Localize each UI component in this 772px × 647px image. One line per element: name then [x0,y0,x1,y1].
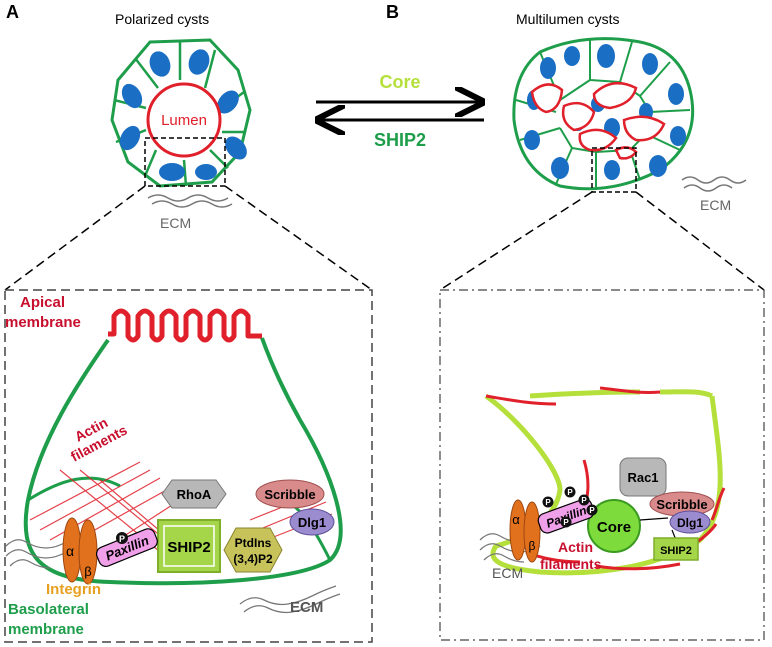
actin-label-b-line1: Actin [558,539,593,555]
beta-label-b: β [529,539,536,553]
core-dlg1-link [639,517,669,521]
ecm-label-b-detail: ECM [492,565,523,581]
actin-lines-a [29,461,333,566]
panel-b-title: Multilumen cysts [516,11,619,27]
basolateral-label-line2: membrane [8,621,84,638]
detail-box-a [4,289,373,643]
rhoa-label: RhoA [177,487,212,502]
ship2-node-a [157,519,221,573]
dlg1-node-a [289,508,335,536]
phospho-label-b2: P [567,488,573,497]
panel-a-title: Polarized cysts [115,11,209,27]
rac1-label: Rac1 [627,470,658,485]
apical-label-line1: Apical [20,294,65,311]
actin-label-b-line2: filaments [540,556,602,572]
scribble-node-a [255,479,325,509]
zoom-line-a-left [4,185,146,291]
integrin-beta-b [523,501,541,563]
ecm-waves-a-detail-left [5,539,67,569]
multilumen-cyst: ECM [512,37,747,213]
core-label: Core [597,519,631,536]
lumen-label: Lumen [161,112,207,129]
ptdins-node [223,527,283,573]
dlg1-label-a: Dlg1 [298,515,326,530]
ecm-waves-a-detail-right [239,585,341,614]
ecm-waves-a [147,194,233,208]
ptdins-label-line1: PtdIns [235,536,272,550]
alpha-label-b: α [512,512,520,527]
forward-arrow-label: Core [379,72,420,92]
zoom-line-a-right [224,185,373,291]
basolateral-membrane [23,337,343,586]
scribble-label-b: Scribble [656,497,707,512]
ship2-label-b: SHIP2 [660,545,692,557]
ecm-label-a-detail: ECM [290,599,323,616]
phospho-label-b5: P [563,518,569,527]
ecm-label-a: ECM [160,215,191,231]
panel-a-letter: A [6,2,19,22]
polarized-cyst: Lumen ECM [110,38,252,231]
nucleus-group [119,49,247,181]
panel-b-letter: B [386,2,399,22]
detail-a: Apical membrane Actin filaments RhoA [5,294,343,638]
rhoa-node [161,479,227,509]
rac1-node [619,457,667,497]
phospho-label-b1: P [545,498,551,507]
ship2-node-b [653,537,699,561]
phospho-group-b [542,486,598,528]
dlg1-label-b: Dlg1 [677,516,703,530]
basolateral-label-line1: Basolateral [8,601,89,618]
ecm-waves-b [681,176,747,192]
reverse-arrow-label: SHIP2 [374,130,426,150]
ecm-label-b: ECM [700,197,731,213]
ptdins-label-line2: (3,4)P2 [233,552,273,566]
detail-b: Rac1 Scribble Dlg1 Core SHIP2 α β Paxill… [479,386,726,581]
apical-label-line2: membrane [5,314,81,331]
apical-membrane [108,308,262,343]
phospho-label-a: P [119,534,125,544]
phospho-a [116,532,128,544]
ship2-label-a: SHIP2 [167,539,210,556]
dlg1-node-b [669,510,711,534]
core-node [587,499,641,553]
zoom-box-b [591,147,637,193]
zoom-box-a [144,137,226,187]
zoom-line-b-left [439,191,593,291]
detail-box-b [439,289,765,641]
alpha-label-a: α [66,543,74,559]
integrin-label: Integrin [46,581,101,598]
beta-label-a: β [84,564,91,579]
phospho-label-b4: P [589,506,595,515]
zoom-line-b-right [635,191,765,291]
phospho-label-b3: P [581,496,587,505]
scribble-label-a: Scribble [264,487,315,502]
